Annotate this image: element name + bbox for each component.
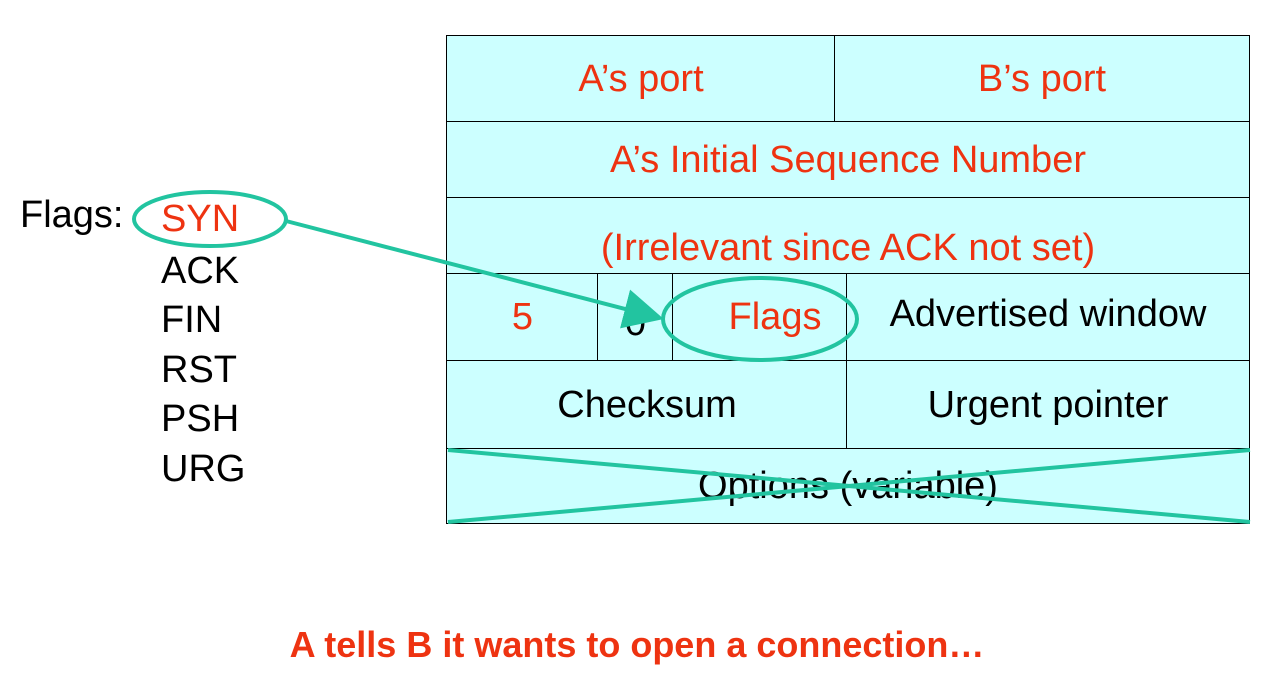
flag-fin: FIN: [161, 299, 223, 341]
urgent-pointer-field: Urgent pointer: [846, 360, 1250, 450]
flag-syn: SYN: [161, 198, 240, 240]
advertised-window-field: Advertised window: [846, 273, 1250, 362]
flag-psh: PSH: [161, 398, 240, 440]
flag-ack: ACK: [161, 250, 240, 292]
flag-urg: URG: [161, 448, 246, 490]
slide-caption: A tells B it wants to open a connection…: [289, 624, 985, 665]
reserved-field: 0: [597, 273, 674, 362]
source-port-field: A’s port: [446, 35, 836, 123]
checksum-field: Checksum: [446, 360, 848, 450]
flags-list-label: Flags:: [20, 194, 124, 236]
options-label: Options (variable): [698, 464, 998, 507]
acknowledgment-field: (Irrelevant since ACK not set): [446, 197, 1250, 275]
flag-rst: RST: [161, 349, 237, 391]
sequence-number-field: A’s Initial Sequence Number: [446, 121, 1250, 199]
header-length-field: 5: [446, 273, 599, 362]
options-field: Options (variable): [446, 448, 1250, 524]
flags-field: Flags: [672, 273, 848, 362]
destination-port-field: B’s port: [834, 35, 1250, 123]
